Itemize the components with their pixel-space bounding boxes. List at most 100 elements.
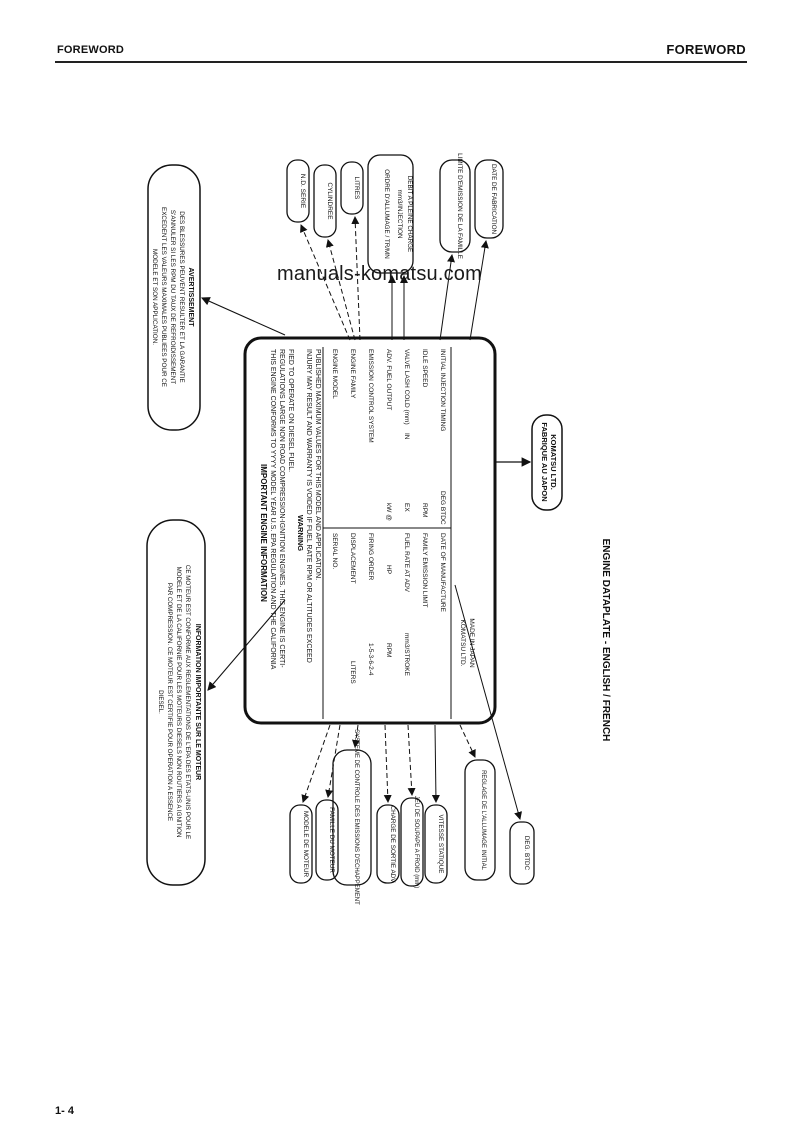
plate-row2-value: LITERS bbox=[349, 661, 356, 684]
plate-maker: KOMATSU LTD. bbox=[459, 619, 466, 666]
callout-litres-box bbox=[340, 161, 364, 215]
info-title: INFORMATION IMPORTANTE SUR LE MOTEUR bbox=[194, 624, 201, 780]
callout-famille-arrow bbox=[439, 254, 455, 341]
callout-jeu-text: JEU DE SOUPAPE A FROID (mm) bbox=[413, 796, 419, 889]
callout-vitesse-box bbox=[424, 804, 448, 884]
dataplate-outline bbox=[243, 336, 497, 725]
callout-reglage-box bbox=[464, 759, 496, 881]
callout-charge-arrow bbox=[383, 724, 392, 803]
callout-charge-text: CHARGE DE SORTIE ADV bbox=[389, 806, 396, 884]
info-line4: DIESEL. bbox=[157, 690, 164, 714]
callout-cylindree-arrow bbox=[325, 239, 356, 341]
plate-warning-label: WARNING bbox=[296, 515, 305, 551]
avertissement-line1: DES BLESSURES PEUVENT RESULTER ET LA GAR… bbox=[178, 211, 185, 382]
plate-row1-left: ENGINE MODEL bbox=[331, 349, 338, 399]
avertissement-title: AVERTISSEMENT bbox=[187, 268, 194, 328]
header-rule bbox=[55, 61, 747, 63]
header-left-title: FOREWORD bbox=[57, 44, 124, 56]
callout-ordre-box bbox=[367, 154, 414, 274]
callout-systeme-box bbox=[332, 749, 372, 886]
avertissement-line2: S'ANNULER SI LES RPM DU TAUX DE REFROIDI… bbox=[169, 210, 176, 384]
plate-row3-value: 1-5-3-6-2-4 bbox=[367, 643, 374, 676]
avertissement-line4: MODELE ET SON APPLICATION. bbox=[151, 249, 158, 345]
plate-row5-ex: EX bbox=[403, 503, 410, 512]
callout-famille-moteur-text: FAMILLE DU MOTEUR bbox=[328, 807, 335, 873]
callout-litres-arrow bbox=[351, 216, 361, 341]
avertissement-line3: EXCEDENT LES VALEURS MAXIMALES PUBLIEES … bbox=[160, 207, 167, 387]
plate-row6-rpm: RPM bbox=[421, 503, 428, 517]
callout-famille-text: LIMITE D'EMISSION DE LA FAMILLE bbox=[456, 153, 463, 259]
plate-title: IMPORTANT ENGINE INFORMATION bbox=[259, 464, 268, 602]
callout-modele-text: MODELE DE MOTEUR bbox=[302, 811, 309, 878]
plate-warning-line2: PUBLISHED MAXIMUM VALUES FOR THIS MODEL … bbox=[314, 349, 321, 580]
plate-statement-line2: REGULATIONS LARGE NON ROAD COMPRESSION-I… bbox=[278, 349, 285, 668]
info-callout-box bbox=[146, 519, 206, 886]
callout-famille-moteur-arrow bbox=[325, 724, 341, 798]
avertissement-arrow bbox=[200, 297, 286, 336]
callout-litres-text: LITRES bbox=[353, 177, 360, 200]
plate-row3-right: FIRING ORDER bbox=[367, 533, 374, 581]
callout-date-arrow bbox=[469, 240, 489, 341]
callout-jeu-box bbox=[400, 797, 424, 887]
callout-cylindree-text: CYLINDREE bbox=[326, 182, 333, 220]
diagram-caption: ENGINE DATAPLATE - ENGLISH / FRENCH bbox=[600, 539, 611, 742]
info-line2: MODELE ET DE LA CALIFORNIE POUR LES MOTE… bbox=[175, 567, 182, 838]
plate-row4-rpm: RPM bbox=[385, 643, 392, 657]
callout-date-box bbox=[474, 159, 504, 239]
callout-cylindree-box bbox=[313, 164, 337, 238]
callout-vitesse-text: VITESSE STATIQUE bbox=[437, 815, 444, 874]
plate-row5-value: mm3/STROKE bbox=[403, 633, 410, 677]
callout-deg-box bbox=[509, 821, 535, 885]
callout-serial-arrow bbox=[300, 224, 351, 341]
callout-systeme-text: SYSTEME DE CONTROLE DES EMISSIONS D'ECHA… bbox=[353, 729, 359, 905]
plate-row2-right: DISPLACEMENT bbox=[349, 533, 356, 584]
callout-serial-box bbox=[286, 159, 310, 223]
plate-row3-left: EMISSION CONTROL SYSTEM bbox=[367, 349, 374, 443]
plate-row6-right: FAMILY EMISSION LIMIT bbox=[421, 533, 428, 608]
page-number: 1- 4 bbox=[55, 1105, 74, 1117]
watermark-text: manuals-komatsu.com bbox=[277, 263, 482, 285]
plate-row5-in: IN bbox=[403, 433, 410, 440]
callout-ordre-text: ORDRE D'ALLUMAGE / TR/MN bbox=[383, 169, 390, 259]
avertissement-callout-box bbox=[147, 164, 201, 431]
maker-callout-line1: KOMATSU LTD. bbox=[549, 434, 558, 490]
callout-famille-moteur-box bbox=[315, 799, 339, 881]
maker-callout-box bbox=[531, 414, 563, 511]
info-line1: CE MOTEUR EST CONFORME AUX REGLEMENTATIO… bbox=[184, 565, 191, 839]
plate-warning-line1: INJURY MAY RESULT AND WARRANTY IS VOIDED… bbox=[305, 349, 312, 663]
callout-serial-text: N.D. SERIE bbox=[299, 174, 306, 209]
callout-jeu-arrow bbox=[407, 724, 416, 796]
callout-famille-box bbox=[439, 159, 471, 253]
plate-row4-kw: kW @ bbox=[385, 503, 392, 521]
plate-row7-deg: DEG BTDC bbox=[439, 491, 446, 525]
callout-modele-arrow bbox=[301, 724, 331, 803]
callout-deg-arrow bbox=[454, 584, 522, 820]
callout-mm3-text: mm3/INJECTION bbox=[396, 190, 403, 239]
callout-reglage-arrow bbox=[459, 724, 476, 758]
callout-deg-text: DEG. BTDC bbox=[523, 836, 530, 871]
callout-systeme-arrow bbox=[351, 724, 360, 748]
plate-row5-left: VALVE LASH COLD (mm) bbox=[403, 349, 410, 425]
plate-statement-line1: THIS ENGINE CONFORMS TO YYYY MODEL YEAR … bbox=[269, 349, 276, 670]
plate-row2-left: ENGINE FAMILY bbox=[349, 349, 356, 399]
callout-date-text: DATE DE FABRICATION bbox=[490, 164, 497, 235]
callout-vitesse-arrow bbox=[431, 724, 440, 803]
plate-row4-hp: HP bbox=[385, 565, 392, 574]
callout-reglage-text: REGLAGE DE L'ALLUMAGE INITIAL bbox=[480, 770, 486, 871]
plate-row1-right: SERIAL NO. bbox=[331, 533, 338, 569]
plate-row6-left: IDLE SPEED bbox=[421, 349, 428, 388]
info-arrow bbox=[207, 599, 286, 691]
callout-charge-box bbox=[376, 804, 400, 884]
info-line3: PAR COMPRESSION. CE MOTEUR EST CERTIFIE … bbox=[166, 583, 173, 821]
plate-statement-line3: FIED TO OPERATE ON DIESEL FUEL. bbox=[287, 349, 294, 472]
callout-modele-box bbox=[289, 804, 313, 884]
callout-debit-text: DEBIT A PLEINE CHARGE bbox=[406, 176, 413, 253]
dataplate-content: IMPORTANT ENGINE INFORMATION THIS ENGINE… bbox=[259, 347, 475, 719]
plate-row7-right: DATE OF MANUFACTURE bbox=[439, 533, 446, 613]
plate-row7-left: INITIAL INJECTION TIMING bbox=[439, 349, 446, 431]
header-right-title: FOREWORD bbox=[666, 42, 746, 57]
plate-row4-left: ADV. FUEL OUTPUT bbox=[385, 349, 392, 410]
plate-row5-right: FUEL RATE AT ADV bbox=[403, 533, 410, 593]
maker-callout-line2: FABRIQUE AU JAPON bbox=[540, 422, 549, 501]
